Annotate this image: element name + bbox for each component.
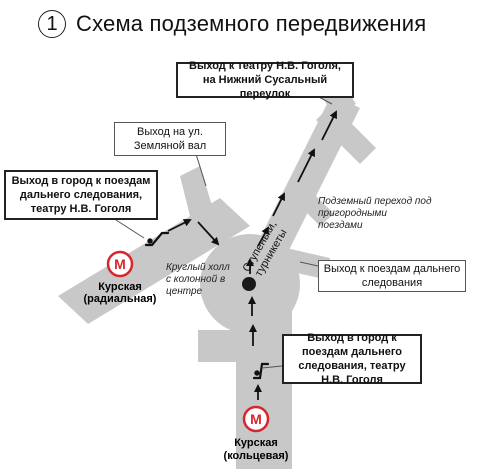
direction-arrow-icon	[257, 226, 269, 247]
round-hall-note: Круглый холл с колонной в центре	[166, 262, 230, 297]
station-label-ring-name: Курская	[234, 437, 278, 449]
direction-arrows	[167, 110, 337, 400]
direction-arrow-icon	[272, 192, 285, 217]
escalator-icon	[144, 231, 170, 247]
svg-text:М: М	[250, 411, 262, 427]
underpass-note: Подземный переход под пригородными поезд…	[318, 196, 432, 231]
corridor-zemlyanoy-val	[180, 166, 220, 240]
callout-long-distance-trains-exit: Выход к поездам дальнего следования	[318, 260, 466, 292]
metro-logo-icon: М	[242, 405, 270, 433]
callout-bottom-exit: Выход в город к поездам дальнего следова…	[282, 332, 422, 386]
callout-left-exit: Выход в город к поездам дальнего следова…	[4, 170, 158, 220]
direction-arrow-icon	[321, 110, 337, 141]
page-title: 1 Схема подземного передвижения	[38, 10, 426, 38]
station-label-ring-line: (кольцевая)	[224, 450, 289, 462]
direction-arrow-icon	[297, 148, 315, 183]
escalator-icon	[252, 362, 270, 380]
callout-gogol-theatre-exit: Выход к театру Н.В. Гоголя, на Нижний Су…	[176, 60, 354, 100]
title-number-badge: 1	[38, 10, 66, 38]
corridor-network	[58, 78, 376, 469]
corridor-lower-left	[198, 330, 236, 362]
direction-arrow-icon	[197, 221, 220, 246]
metro-logo-icon: М	[106, 250, 134, 278]
svg-text:М: М	[114, 256, 126, 272]
title-text: Схема подземного передвижения	[76, 11, 427, 36]
corridor-mid-branch	[290, 184, 334, 226]
station-label-radial-name: Курская	[98, 281, 142, 293]
station-label-radial-line: (радиальная)	[84, 293, 157, 305]
callout-zemlyanoy-val-exit: Выход на ул. Земляной вал	[114, 122, 226, 156]
central-column	[242, 277, 256, 291]
direction-arrow-icon	[167, 219, 192, 232]
